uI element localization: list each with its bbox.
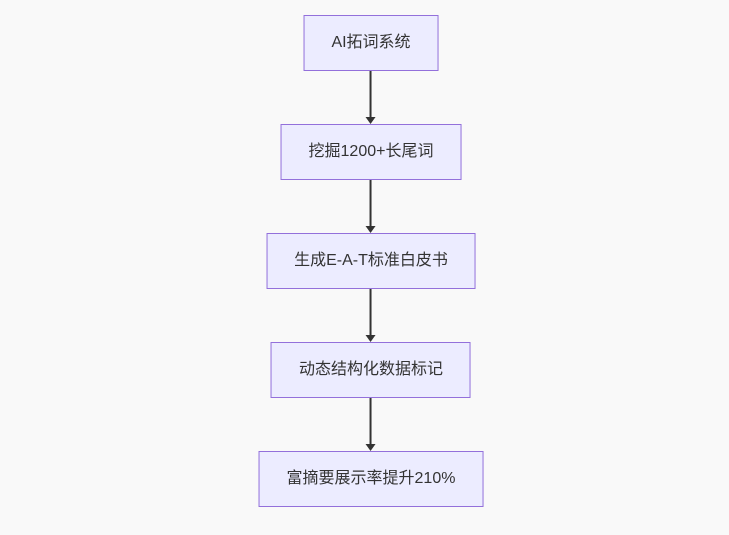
arrow-line (370, 398, 372, 444)
flow-node-ai-word-system: AI拓词系统 (303, 15, 439, 71)
flow-arrow-3 (366, 289, 376, 342)
flow-node-eat-whitepaper: 生成E-A-T标准白皮书 (266, 233, 476, 289)
arrow-line (370, 71, 372, 117)
arrow-down-icon (366, 226, 376, 233)
arrow-down-icon (366, 117, 376, 124)
flow-arrow-2 (366, 180, 376, 233)
arrow-line (370, 180, 372, 226)
arrow-down-icon (366, 444, 376, 451)
flow-arrow-1 (366, 71, 376, 124)
flow-node-rich-snippet-result: 富摘要展示率提升210% (258, 451, 484, 507)
flow-node-structured-data: 动态结构化数据标记 (270, 342, 471, 398)
flow-node-longtail-mining: 挖掘1200+长尾词 (280, 124, 462, 180)
arrow-line (370, 289, 372, 335)
arrow-down-icon (366, 335, 376, 342)
flow-arrow-4 (366, 398, 376, 451)
flowchart: AI拓词系统 挖掘1200+长尾词 生成E-A-T标准白皮书 动态结构化数据标记… (258, 15, 484, 507)
